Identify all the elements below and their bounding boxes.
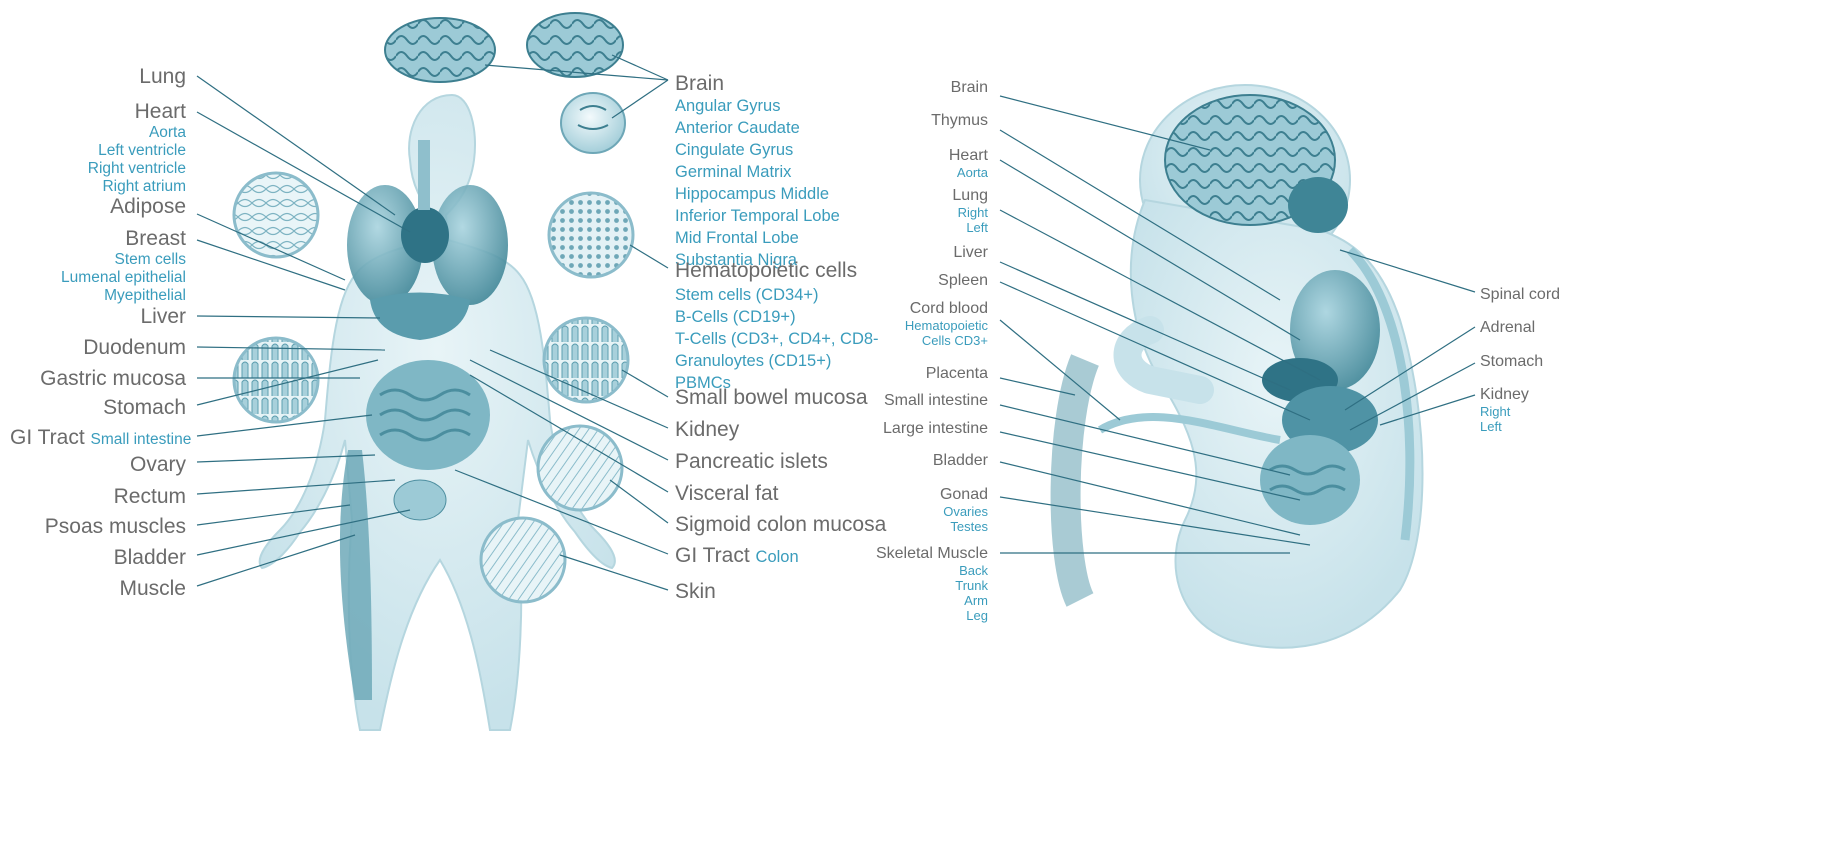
fetus-label-cord-hematopoietic: Hematopoietic — [860, 318, 988, 333]
fetus-label-heart-aorta: Aorta — [890, 165, 988, 180]
fetus-label-heart: Heart — [890, 147, 988, 165]
label-gi-tract-left-main: GI Tract — [10, 426, 85, 449]
label-heart-right-atrium: Right atrium — [40, 178, 186, 196]
fetus-label-liver: Liver — [890, 245, 988, 261]
label-breast-stem-cells: Stem cells — [20, 251, 186, 269]
fetus-label-kidney-left: Left — [1480, 419, 1529, 434]
label-hema-granulocytes: Granuloytes (CD15+) — [675, 352, 879, 371]
label-adipose: Adipose — [40, 196, 186, 217]
label-brain-mid-frontal: Mid Frontal Lobe — [675, 229, 840, 248]
fetus-label-thymus: Thymus — [890, 113, 988, 129]
label-heart-group: Heart Aorta Left ventricle Right ventric… — [40, 100, 186, 196]
fetus-label-spleen: Spleen — [890, 273, 988, 289]
fetus-label-cord-blood-group: Cord blood Hematopoietic Cells CD3+ — [860, 300, 988, 348]
label-skin: Skin — [675, 581, 716, 602]
label-kidney: Kidney — [675, 419, 739, 440]
fetus-label-lung-left: Left — [890, 220, 988, 235]
label-heart-left-ventricle: Left ventricle — [40, 142, 186, 160]
label-muscle: Muscle — [40, 578, 186, 599]
label-breast-myepithelial: Myepithelial — [20, 287, 186, 305]
label-stomach: Stomach — [20, 397, 186, 418]
fetus-label-kidney-right: Right — [1480, 404, 1529, 419]
fetus-label-muscle-arm: Arm — [840, 593, 988, 608]
label-gi-tract-colon: Colon — [756, 548, 799, 566]
label-brain-germinal-matrix: Germinal Matrix — [675, 163, 840, 182]
fetus-label-skeletal-muscle: Skeletal Muscle — [840, 545, 988, 563]
fetus-label-muscle-leg: Leg — [840, 608, 988, 623]
label-brain-hippocampus: Hippocampus Middle — [675, 185, 840, 204]
fetus-label-gonad: Gonad — [860, 486, 988, 504]
label-psoas-muscles: Psoas muscles — [0, 516, 186, 537]
label-brain-anterior-caudate: Anterior Caudate — [675, 119, 840, 138]
label-breast-group: Breast Stem cells Lumenal epithelial Mye… — [20, 227, 186, 305]
label-brain-group: Brain Angular Gyrus Anterior Caudate Cin… — [675, 72, 840, 270]
fetus-label-muscle-back: Back — [840, 563, 988, 578]
label-breast: Breast — [20, 227, 186, 251]
fetus-label-kidney: Kidney — [1480, 386, 1529, 404]
label-gi-tract-small-intestine: Small intestine — [91, 431, 192, 448]
fetus-label-adrenal: Adrenal — [1480, 320, 1535, 336]
label-visceral-fat: Visceral fat — [675, 483, 779, 504]
label-hematopoietic-group: Hematopoietic cells Stem cells (CD34+) B… — [675, 259, 879, 393]
label-pancreatic-islets: Pancreatic islets — [675, 451, 828, 472]
label-hematopoietic: Hematopoietic cells — [675, 259, 879, 283]
fetus-label-lung: Lung — [890, 187, 988, 205]
label-brain-inferior-temporal: Inferior Temporal Lobe — [675, 207, 840, 226]
label-heart: Heart — [40, 100, 186, 124]
label-gastric-mucosa: Gastric mucosa — [0, 368, 186, 389]
fetus-label-lung-right: Right — [890, 205, 988, 220]
label-brain-angular-gyrus: Angular Gyrus — [675, 97, 840, 116]
label-brain: Brain — [675, 72, 840, 96]
fetus-label-stomach: Stomach — [1480, 354, 1543, 370]
label-small-bowel-mucosa: Small bowel mucosa — [675, 387, 868, 408]
fetus-label-gonad-testes: Testes — [860, 519, 988, 534]
fetus-label-brain: Brain — [890, 80, 988, 96]
label-lung: Lung — [60, 66, 186, 87]
fetus-label-gonad-ovaries: Ovaries — [860, 504, 988, 519]
fetus-body — [1066, 85, 1423, 648]
fetus-label-small-intestine: Small intestine — [840, 393, 988, 409]
fetus-label-lung-group: Lung Right Left — [890, 187, 988, 235]
label-rectum: Rectum — [40, 486, 186, 507]
label-hema-b-cells: B-Cells (CD19+) — [675, 308, 879, 327]
fetus-label-kidney-group: Kidney Right Left — [1480, 386, 1529, 434]
label-gi-tract-left: GI Tract Small intestine — [10, 427, 191, 448]
fetus-label-spinal-cord: Spinal cord — [1480, 287, 1560, 303]
label-heart-aorta: Aorta — [40, 124, 186, 142]
label-sigmoid-colon: Sigmoid colon mucosa — [675, 514, 886, 535]
label-breast-lumenal: Lumenal epithelial — [20, 269, 186, 287]
label-heart-right-ventricle: Right ventricle — [40, 160, 186, 178]
label-hema-stem-cells: Stem cells (CD34+) — [675, 286, 879, 305]
fetus-label-muscle-trunk: Trunk — [840, 578, 988, 593]
label-liver: Liver — [40, 306, 186, 327]
label-gi-tract-right-main: GI Tract — [675, 544, 750, 567]
fetus-label-cord-blood: Cord blood — [860, 300, 988, 318]
label-gi-tract-right: GI Tract Colon — [675, 545, 799, 566]
fetus-label-heart-group: Heart Aorta — [890, 147, 988, 180]
label-duodenum: Duodenum — [20, 337, 186, 358]
fetus-label-cord-cd3: Cells CD3+ — [860, 333, 988, 348]
label-hema-t-cells: T-Cells (CD3+, CD4+, CD8- — [675, 330, 879, 349]
fetus-label-gonad-group: Gonad Ovaries Testes — [860, 486, 988, 534]
fetus-label-large-intestine: Large intestine — [840, 421, 988, 437]
fetus-label-skeletal-muscle-group: Skeletal Muscle Back Trunk Arm Leg — [840, 545, 988, 623]
label-ovary: Ovary — [40, 454, 186, 475]
fetus-label-placenta: Placenta — [860, 366, 988, 382]
label-brain-cingulate-gyrus: Cingulate Gyrus — [675, 141, 840, 160]
label-bladder: Bladder — [40, 547, 186, 568]
fetus-label-bladder: Bladder — [860, 453, 988, 469]
